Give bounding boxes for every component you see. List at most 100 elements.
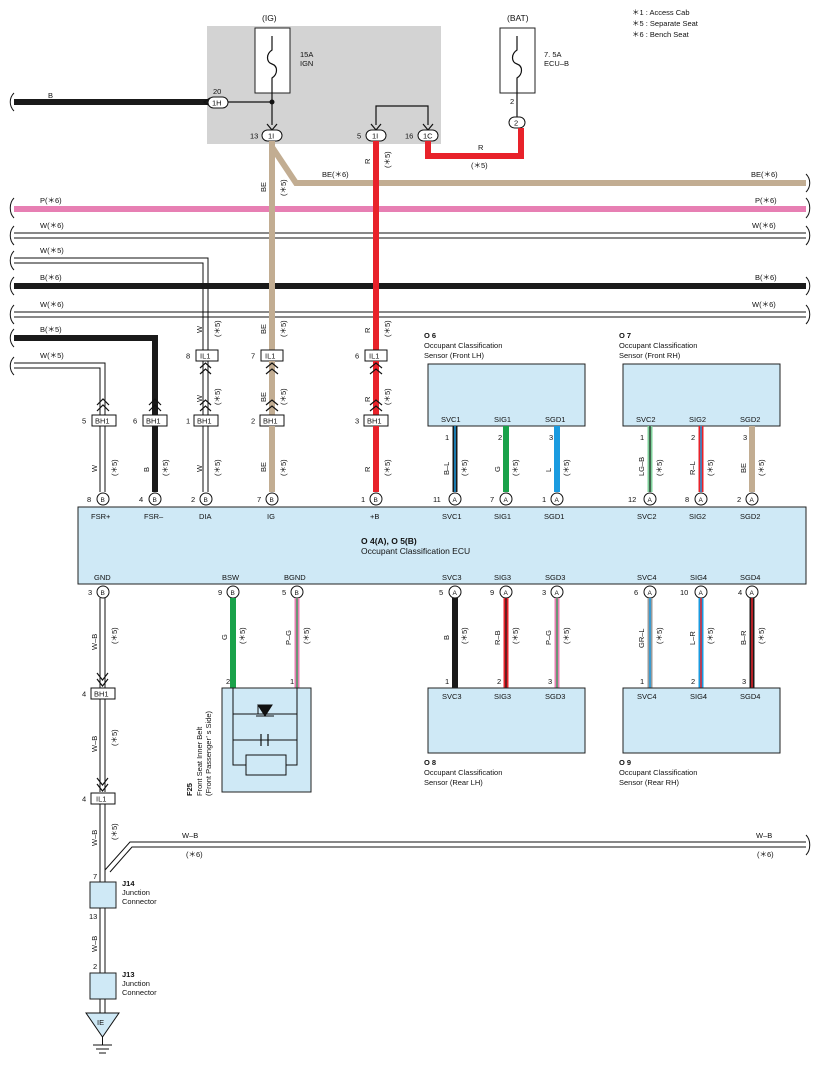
wire-label: B–L: [442, 462, 451, 475]
wire-break: [805, 197, 811, 325]
wire-note: (＊5): [238, 627, 247, 644]
pin-connector: B: [295, 590, 299, 597]
wire-label: P–G: [284, 630, 293, 645]
wire-label: BE: [259, 392, 268, 402]
sensor-name: Occupant Classification: [619, 768, 697, 777]
wire-w-b-6: [109, 846, 806, 873]
wire-label: W(＊5): [40, 246, 64, 255]
pin-connector: A: [699, 590, 704, 597]
wire-note: (＊5): [213, 388, 222, 405]
pin-number: 3: [743, 433, 747, 442]
pin-number: 2: [691, 677, 695, 686]
terminal-label: DIA: [199, 512, 212, 521]
pin-connector: B: [231, 590, 235, 597]
terminal-label: SIG1: [494, 512, 511, 521]
pin-number: 5: [82, 417, 86, 426]
ecu-name: Occupant Classification ECU: [361, 546, 470, 556]
pin-number: 2: [510, 97, 514, 106]
wire-break: [9, 92, 15, 112]
ecu-title: O 4(A), O 5(B): [361, 536, 417, 546]
pin-number: 8: [685, 495, 689, 504]
wire-note: (＊5): [511, 459, 520, 476]
wire-label: B: [48, 91, 53, 100]
sensor-id: O 9: [619, 758, 631, 767]
junction-id: J13: [122, 970, 135, 979]
pin-number: 13: [89, 912, 97, 921]
wire-label: B: [142, 467, 151, 472]
pin-number: 7: [257, 495, 261, 504]
wire-label: P–G: [544, 630, 553, 645]
wire-break: [9, 197, 15, 376]
wire-label: R: [363, 466, 372, 472]
connector-label: IL1: [200, 352, 210, 361]
wire-note: (＊5): [706, 459, 715, 476]
connector-bh1: [91, 414, 117, 427]
fuse-bat-symbol: [511, 36, 523, 92]
pin-connector: A: [648, 590, 653, 597]
wire-note: (＊5): [383, 388, 392, 405]
belt-id: F25: [185, 783, 194, 796]
connector-label: IL1: [369, 352, 379, 361]
sensor-id: O 7: [619, 331, 631, 340]
wire-note: (＊5): [279, 320, 288, 337]
wire-label: L: [544, 468, 553, 472]
pin-connector: B: [153, 497, 157, 504]
connector-label: 2: [514, 119, 518, 128]
wire-note: (＊5): [383, 320, 392, 337]
wire-label: W: [195, 394, 204, 402]
pin-number: 2: [498, 433, 502, 442]
terminal-label: GND: [94, 573, 111, 582]
connector-label: BH1: [95, 417, 110, 426]
wire-label: L–R: [688, 631, 697, 645]
wire-labels-top: W (＊5) B (＊5) W (＊5) BE (＊5) R (＊5) B–L …: [90, 457, 766, 476]
terminal-label: +B: [370, 512, 379, 521]
terminal-label: SGD3: [545, 573, 565, 582]
wire-note: (＊5): [757, 627, 766, 644]
connector-arrow: [96, 398, 110, 412]
ground-chain: BH1 4 W–B (＊5) IL1 4 W–B (＊5) W–B (＊6) W…: [82, 598, 811, 1054]
connector-arrow: [265, 399, 279, 412]
terminal-label: BSW: [222, 573, 240, 582]
wire-note: (＊5): [279, 179, 288, 196]
sensor-name: Sensor (Front RH): [619, 351, 681, 360]
wire-label: B–R: [739, 630, 748, 645]
pin-number: 5: [282, 588, 286, 597]
wire-label: R–B: [493, 630, 502, 645]
pin-number: 5: [439, 588, 443, 597]
wire-label: W: [195, 464, 204, 472]
fuse-ig-rating: 15A: [300, 50, 313, 59]
connector-label: IL1: [265, 352, 275, 361]
terminal-label: SIG2: [689, 512, 706, 521]
legend-item: ＊5 : Separate Seat: [632, 19, 699, 28]
fuse-bat-name: ECU–B: [544, 59, 569, 68]
fuse-block-ig: [207, 26, 441, 144]
pin-number: 2: [691, 433, 695, 442]
wire-label: BE(＊6): [751, 170, 778, 179]
wire-note: (＊5): [279, 459, 288, 476]
connector-bh1: [90, 687, 116, 700]
terminal-label: SVC1: [442, 512, 462, 521]
pin-connector: A: [750, 497, 755, 504]
wire-label: B(＊6): [40, 273, 62, 282]
wire-label: BE: [259, 324, 268, 334]
wire-label: W: [90, 464, 99, 472]
pin-number: 4: [82, 690, 86, 699]
sensor-pin: SGD4: [740, 692, 760, 701]
wire-bridge: [375, 105, 429, 125]
wire-label: W–B: [756, 831, 772, 840]
pin-connector: A: [504, 590, 509, 597]
terminal-label: SGD1: [544, 512, 564, 521]
pin-number: 3: [548, 677, 552, 686]
fuse-ig-symbol: [266, 36, 278, 92]
terminal-label: SVC2: [637, 512, 657, 521]
pin-number: 6: [133, 417, 137, 426]
wire-note: (＊5): [706, 627, 715, 644]
wire-label: W(＊5): [40, 351, 64, 360]
wire-note: (＊5): [460, 459, 469, 476]
